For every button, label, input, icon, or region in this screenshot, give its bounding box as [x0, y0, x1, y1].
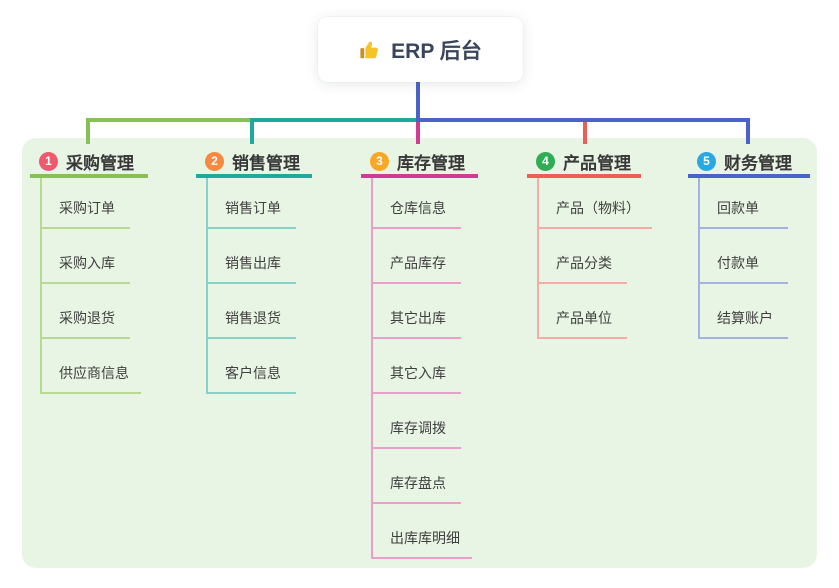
connector-bus-purchase — [86, 118, 254, 122]
child-node-stock-transfer[interactable]: 库存调拨 — [373, 394, 461, 449]
branch-children-inventory: 仓库信息 产品库存 其它出库 其它入库 库存调拨 库存盘点 出库库明细 — [371, 178, 478, 559]
branch-number-badge: 5 — [697, 151, 716, 171]
branch-header-sales[interactable]: 2 销售管理 — [196, 148, 312, 178]
connector-bus-finance — [416, 118, 750, 122]
branch-inventory: 3 库存管理 仓库信息 产品库存 其它出库 其它入库 库存调拨 库存盘点 出库库… — [361, 148, 478, 559]
branch-number-badge: 4 — [536, 151, 555, 171]
branch-sales: 2 销售管理 销售订单 销售出库 销售退货 客户信息 — [196, 148, 312, 394]
branches-panel-background — [22, 138, 817, 568]
child-node-purchase-return[interactable]: 采购退货 — [42, 284, 130, 339]
child-node-product-stock[interactable]: 产品库存 — [373, 229, 461, 284]
child-node-purchase-order[interactable]: 采购订单 — [42, 178, 130, 229]
branch-label: 产品管理 — [563, 153, 631, 173]
branch-children-finance: 回款单 付款单 结算账户 — [698, 178, 810, 339]
child-node-sales-order[interactable]: 销售订单 — [208, 178, 296, 229]
child-node-other-outbound[interactable]: 其它出库 — [373, 284, 461, 339]
child-node-settlement-account[interactable]: 结算账户 — [700, 284, 788, 339]
child-node-purchase-inbound[interactable]: 采购入库 — [42, 229, 130, 284]
connector-root-stem — [416, 82, 420, 119]
branch-label: 财务管理 — [724, 153, 792, 173]
branch-header-finance[interactable]: 5 财务管理 — [688, 148, 810, 178]
child-node-warehouse-info[interactable]: 仓库信息 — [373, 178, 461, 229]
branch-label: 采购管理 — [66, 153, 134, 173]
child-node-stock-taking[interactable]: 库存盘点 — [373, 449, 461, 504]
branch-header-inventory[interactable]: 3 库存管理 — [361, 148, 478, 178]
branch-product: 4 产品管理 产品（物料） 产品分类 产品单位 — [527, 148, 652, 339]
child-node-supplier-info[interactable]: 供应商信息 — [42, 339, 141, 394]
child-node-product-category[interactable]: 产品分类 — [539, 229, 627, 284]
root-node-label: ERP 后台 — [391, 39, 482, 63]
thumbs-up-icon — [359, 39, 381, 61]
branch-number-badge: 1 — [39, 151, 58, 171]
connector-bus-sales — [250, 118, 420, 122]
child-node-receipt-bill[interactable]: 回款单 — [700, 178, 788, 229]
connector-drop-finance — [746, 118, 750, 144]
branch-children-product: 产品（物料） 产品分类 产品单位 — [537, 178, 652, 339]
connector-drop-inventory — [416, 122, 420, 144]
branch-number-badge: 3 — [370, 151, 389, 171]
child-node-customer-info[interactable]: 客户信息 — [208, 339, 296, 394]
child-node-sales-outbound[interactable]: 销售出库 — [208, 229, 296, 284]
child-node-payment-bill[interactable]: 付款单 — [700, 229, 788, 284]
root-node[interactable]: ERP 后台 — [318, 17, 523, 82]
branch-children-sales: 销售订单 销售出库 销售退货 客户信息 — [206, 178, 312, 394]
connector-drop-purchase — [86, 118, 90, 144]
child-node-sales-return[interactable]: 销售退货 — [208, 284, 296, 339]
child-node-product-unit[interactable]: 产品单位 — [539, 284, 627, 339]
connector-drop-sales — [250, 118, 254, 144]
branch-children-purchase: 采购订单 采购入库 采购退货 供应商信息 — [40, 178, 148, 394]
branch-purchase: 1 采购管理 采购订单 采购入库 采购退货 供应商信息 — [30, 148, 148, 394]
child-node-outbound-detail[interactable]: 出库库明细 — [373, 504, 472, 559]
branch-header-product[interactable]: 4 产品管理 — [527, 148, 641, 178]
branch-finance: 5 财务管理 回款单 付款单 结算账户 — [688, 148, 810, 339]
branch-number-badge: 2 — [205, 151, 224, 171]
branch-header-purchase[interactable]: 1 采购管理 — [30, 148, 148, 178]
child-node-product-material[interactable]: 产品（物料） — [539, 178, 652, 229]
connector-drop-product — [583, 122, 587, 144]
branch-label: 销售管理 — [232, 153, 300, 173]
child-node-other-inbound[interactable]: 其它入库 — [373, 339, 461, 394]
branch-label: 库存管理 — [397, 153, 465, 173]
